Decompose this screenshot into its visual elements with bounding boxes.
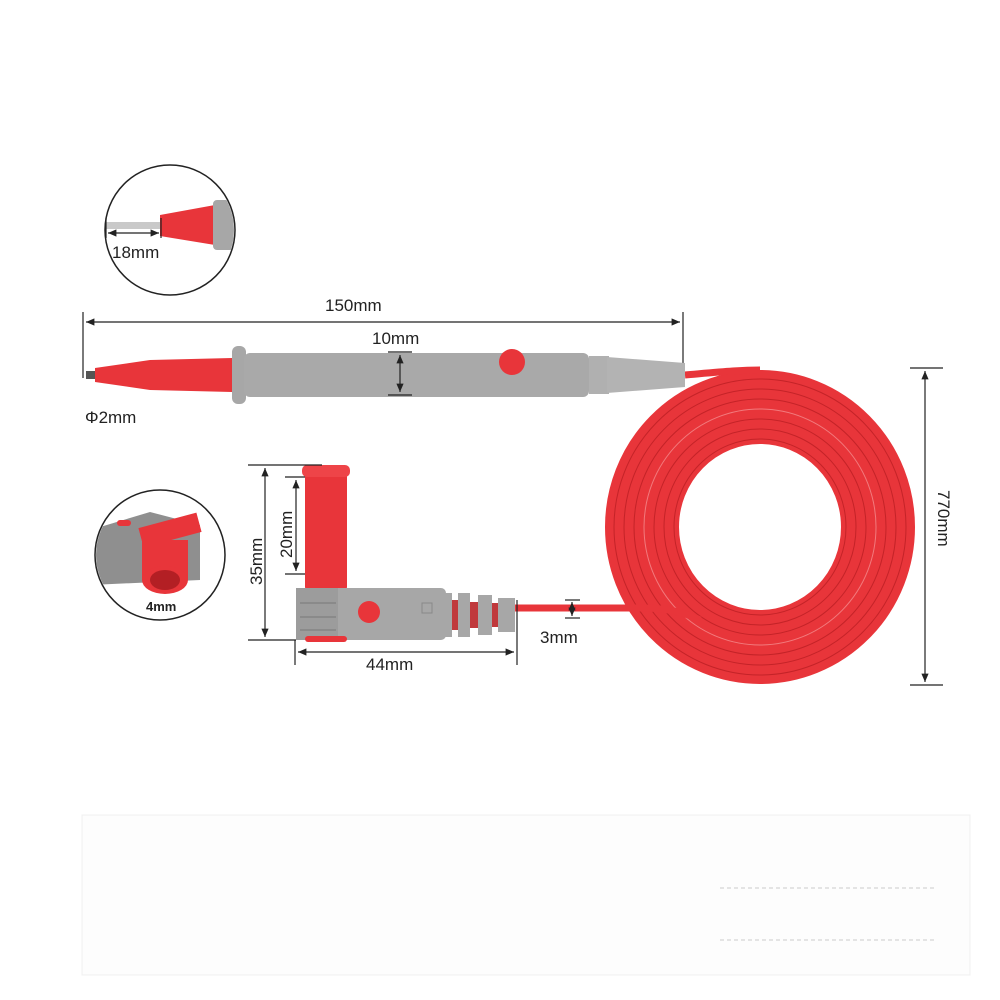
probe: 10mm Φ2mm — [85, 329, 685, 427]
plug-height-label: 35mm — [247, 538, 266, 585]
tip-length-label: 18mm — [112, 243, 159, 262]
probe-length-label: 150mm — [325, 296, 382, 315]
cable-diameter-label: 3mm — [540, 628, 578, 647]
cable-length-dimension: 770mm — [910, 367, 953, 686]
coiled-cable — [515, 366, 915, 684]
bottom-panel — [81, 814, 971, 976]
probe-length-dimension: 150mm — [82, 296, 684, 378]
plug-length-label: 44mm — [366, 655, 413, 674]
right-angle-plug — [296, 465, 515, 642]
plug-dimensions: 35mm 20mm 44mm 3mm — [247, 464, 580, 674]
plug-socket-inset: 4mm — [94, 489, 226, 621]
probe-diameter-label: 10mm — [372, 329, 419, 348]
probe-red-dot — [499, 349, 525, 375]
tip-detail-inset: 18mm — [104, 164, 236, 296]
cable-length-label: 770mm — [934, 490, 953, 547]
plug-socket-label: 4mm — [146, 599, 176, 614]
tip-diameter-label: Φ2mm — [85, 408, 136, 427]
plug-sleeve-label: 20mm — [277, 511, 296, 558]
